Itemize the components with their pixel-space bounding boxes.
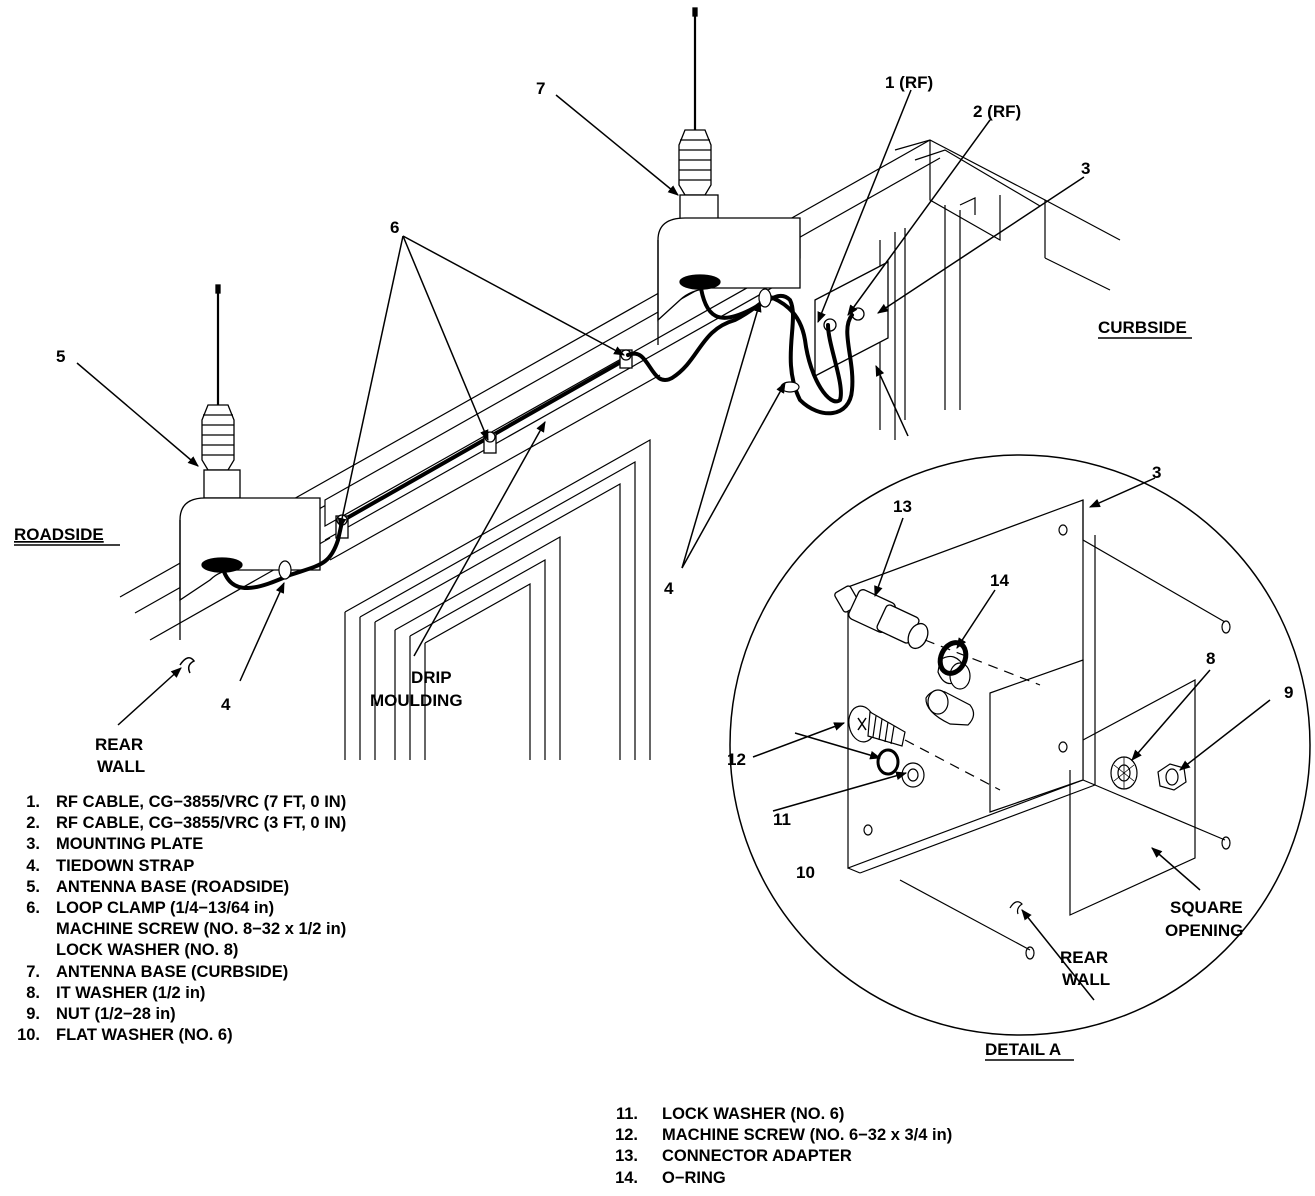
callout-7: 7 — [536, 79, 545, 98]
legend-item-text: ANTENNA BASE (ROADSIDE) — [56, 877, 290, 896]
legend-item-text: MACHINE SCREW (NO. 8−32 x 1/2 in) — [56, 920, 347, 939]
legend-item-number — [0, 940, 56, 961]
antenna-roadside — [179, 284, 321, 640]
legend-item: 7. ANTENNA BASE (CURBSIDE) — [0, 962, 346, 983]
legend-item-number: 5. — [26, 877, 40, 896]
legend-item-text: LOCK WASHER (NO. 8) — [56, 941, 239, 960]
legend-item-number: 1. — [26, 793, 40, 811]
detail-a-pointer — [875, 364, 909, 437]
legend-item-text: NUT (1/2−28 in) — [56, 1005, 176, 1024]
label-square-opening-2: OPENING — [1165, 921, 1243, 940]
legend-item-number: 14. — [615, 1168, 638, 1187]
legend-item-text: CONNECTOR ADAPTER — [662, 1147, 852, 1166]
legend-item-text: O−RING — [662, 1168, 726, 1187]
callout-2-rf: 2 (RF) — [973, 102, 1021, 121]
rear-wall-squiggle — [179, 657, 196, 674]
legend-item-number: 2. — [26, 814, 40, 833]
legend-item-text: TIEDOWN STRAP — [56, 856, 195, 875]
legend-item: 5. ANTENNA BASE (ROADSIDE) — [0, 877, 346, 898]
callout-11: 11 — [773, 810, 791, 829]
legend-item: 10. FLAT WASHER (NO. 6) — [0, 1025, 346, 1046]
legend-item-text: FLAT WASHER (NO. 6) — [56, 1026, 233, 1045]
legend-item: 9. NUT (1/2−28 in) — [0, 1004, 346, 1025]
label-drip-moulding-1: DRIP — [411, 668, 452, 687]
legend-item-number — [0, 919, 56, 940]
text-labels: ROADSIDE CURBSIDE REAR WALL DRIP MOULDIN… — [14, 318, 1243, 1061]
label-drip-moulding-2: MOULDING — [370, 691, 463, 710]
parts-legend-right: 11. LOCK WASHER (NO. 6) 12. MACHINE SCREW (… — [598, 1104, 952, 1189]
legend-item-text: RF CABLE, CG−3855/VRC (7 FT, 0 IN) — [56, 793, 347, 811]
legend-item-text: MOUNTING PLATE — [56, 835, 204, 854]
label-rear-wall-main-2: WALL — [97, 757, 145, 776]
label-rear-wall-detail-1: REAR — [1060, 948, 1108, 967]
legend-item-number: 10. — [17, 1026, 40, 1045]
legend-item-text: IT WASHER (1/2 in) — [56, 983, 206, 1002]
legend-item-number: 6. — [26, 899, 40, 918]
legend-item-number: 4. — [26, 856, 40, 875]
callout-13: 13 — [893, 497, 912, 516]
leader-lines — [76, 89, 1271, 1001]
legend-item: 2. RF CABLE, CG−3855/VRC (3 FT, 0 IN) — [0, 813, 346, 834]
legend-item-number: 9. — [26, 1005, 40, 1024]
label-square-opening-1: SQUARE — [1170, 898, 1243, 917]
legend-item-text: RF CABLE, CG−3855/VRC (3 FT, 0 IN) — [56, 814, 347, 833]
legend-item-number: 13. — [615, 1147, 638, 1166]
legend-item-text: ANTENNA BASE (CURBSIDE) — [56, 962, 289, 981]
callout-10: 10 — [796, 863, 815, 882]
legend-item-text: MACHINE SCREW (NO. 6−32 x 3/4 in) — [662, 1126, 953, 1145]
callout-3-detail: 3 — [1152, 463, 1161, 482]
legend-item: 3. MOUNTING PLATE — [0, 834, 346, 855]
parts-legend-left: 1. RF CABLE, CG−3855/VRC (7 FT, 0 IN) 2. RF… — [0, 792, 346, 1046]
legend-item: LOCK WASHER (NO. 8) — [0, 940, 346, 961]
legend-item: 4. TIEDOWN STRAP — [0, 856, 346, 877]
legend-item-number: 12. — [615, 1126, 638, 1145]
shelter-structure — [119, 139, 1121, 760]
antenna-curbside — [657, 7, 801, 345]
legend-item: 8. IT WASHER (1/2 in) — [0, 983, 346, 1004]
legend-item: 11. LOCK WASHER (NO. 6) — [598, 1104, 952, 1125]
label-rear-wall-detail-2: WALL — [1062, 970, 1110, 989]
callout-4-left: 4 — [221, 695, 231, 714]
detail-a-contents — [834, 499, 1231, 960]
legend-item-text: LOOP CLAMP (1/4−13/64 in) — [56, 899, 275, 918]
callout-14: 14 — [990, 571, 1009, 590]
label-rear-wall-main-1: REAR — [95, 735, 143, 754]
legend-item-text: LOCK WASHER (NO. 6) — [662, 1105, 845, 1123]
callout-6: 6 — [390, 218, 399, 237]
callout-1-rf: 1 (RF) — [885, 73, 933, 92]
callout-3: 3 — [1081, 159, 1090, 178]
callout-8: 8 — [1206, 649, 1215, 668]
label-roadside: ROADSIDE — [14, 525, 104, 544]
legend-item: 13. CONNECTOR ADAPTER — [598, 1146, 952, 1167]
callout-9: 9 — [1284, 683, 1293, 702]
label-curbside: CURBSIDE — [1098, 318, 1187, 337]
legend-item-number: 7. — [26, 962, 40, 981]
callout-numbers: 7 1 (RF) 2 (RF) 3 6 5 4 4 3 13 14 8 9 12… — [56, 73, 1293, 882]
legend-item: 1. RF CABLE, CG−3855/VRC (7 FT, 0 IN) — [0, 792, 346, 813]
legend-item-number: 8. — [26, 983, 40, 1002]
callout-5: 5 — [56, 347, 65, 366]
legend-item-number: 11. — [615, 1105, 638, 1123]
legend-item: 14. O−RING — [598, 1168, 952, 1189]
legend-item: MACHINE SCREW (NO. 8−32 x 1/2 in) — [0, 919, 346, 940]
legend-item-number: 3. — [26, 835, 40, 854]
tiedown-straps — [278, 288, 800, 580]
callout-12: 12 — [727, 750, 746, 769]
legend-item: 12. MACHINE SCREW (NO. 6−32 x 3/4 in) — [598, 1125, 952, 1146]
callout-4-right: 4 — [664, 579, 674, 598]
legend-item: 6. LOOP CLAMP (1/4−13/64 in) — [0, 898, 346, 919]
label-detail-a: DETAIL A — [985, 1040, 1061, 1059]
